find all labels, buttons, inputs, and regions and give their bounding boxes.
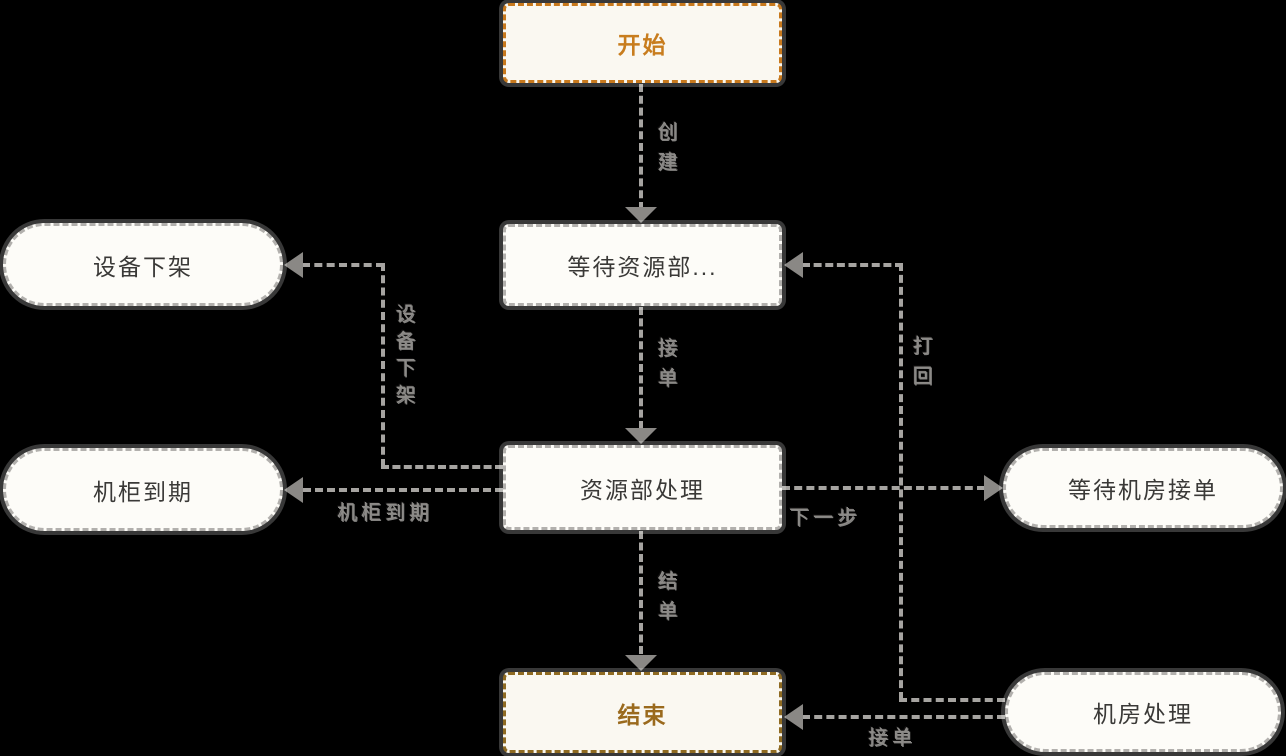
node-start[interactable]: 开始 — [503, 3, 782, 83]
connector-next-step-line — [782, 486, 985, 490]
arrowhead-create — [625, 207, 657, 223]
edge-label-close-order: 结单 — [654, 570, 676, 630]
node-wait-room[interactable]: 等待机房接单 — [1003, 448, 1283, 528]
node-room-process-label: 机房处理 — [1093, 701, 1193, 727]
arrowhead-next-step — [984, 475, 1003, 501]
edge-label-next-step: 下一步 — [789, 507, 861, 529]
arrowhead-room-accept — [784, 704, 803, 730]
node-device-offline-label: 设备下架 — [93, 253, 193, 280]
node-cabinet-expire-label: 机柜到期 — [93, 478, 193, 505]
arrowhead-accept — [625, 428, 657, 444]
node-device-offline[interactable]: 设备下架 — [3, 223, 283, 306]
connector-reject-line-v — [899, 263, 903, 700]
connector-device-offline-line-h2 — [381, 465, 503, 469]
edge-label-create: 创建 — [654, 121, 676, 181]
node-start-label: 开始 — [617, 32, 668, 58]
node-resource-process[interactable]: 资源部处理 — [503, 445, 782, 530]
edge-label-cabinet-expire: 机柜到期 — [337, 502, 433, 524]
connector-device-offline-line-h1 — [302, 263, 384, 267]
edge-label-device-offline: 设备下架 — [392, 303, 414, 411]
arrowhead-device-offline — [284, 252, 303, 278]
connector-room-accept-line — [802, 715, 1005, 719]
connector-cabinet-expire-line — [303, 488, 503, 492]
arrowhead-close-order — [625, 655, 657, 671]
node-wait-resource-label: 等待资源部... — [567, 254, 718, 280]
node-resource-process-label: 资源部处理 — [580, 476, 705, 503]
arrowhead-cabinet-expire — [284, 477, 303, 503]
node-wait-resource[interactable]: 等待资源部... — [503, 224, 782, 306]
connector-reject-line-h2 — [899, 698, 1005, 702]
node-end-label: 结束 — [617, 701, 668, 728]
edge-label-accept: 接单 — [654, 337, 676, 397]
connector-close-order-line — [639, 531, 643, 654]
node-cabinet-expire[interactable]: 机柜到期 — [3, 448, 283, 531]
connector-device-offline-line-v — [381, 263, 385, 467]
node-end[interactable]: 结束 — [503, 672, 782, 753]
connector-accept-line — [639, 307, 643, 429]
edge-label-room-accept: 接单 — [868, 727, 916, 749]
arrowhead-reject — [784, 252, 803, 278]
connector-reject-line-h1 — [802, 263, 903, 267]
connector-create-line — [639, 84, 643, 210]
edge-label-reject: 打回 — [909, 335, 931, 395]
node-room-process[interactable]: 机房处理 — [1005, 672, 1281, 752]
node-wait-room-label: 等待机房接单 — [1068, 477, 1218, 503]
